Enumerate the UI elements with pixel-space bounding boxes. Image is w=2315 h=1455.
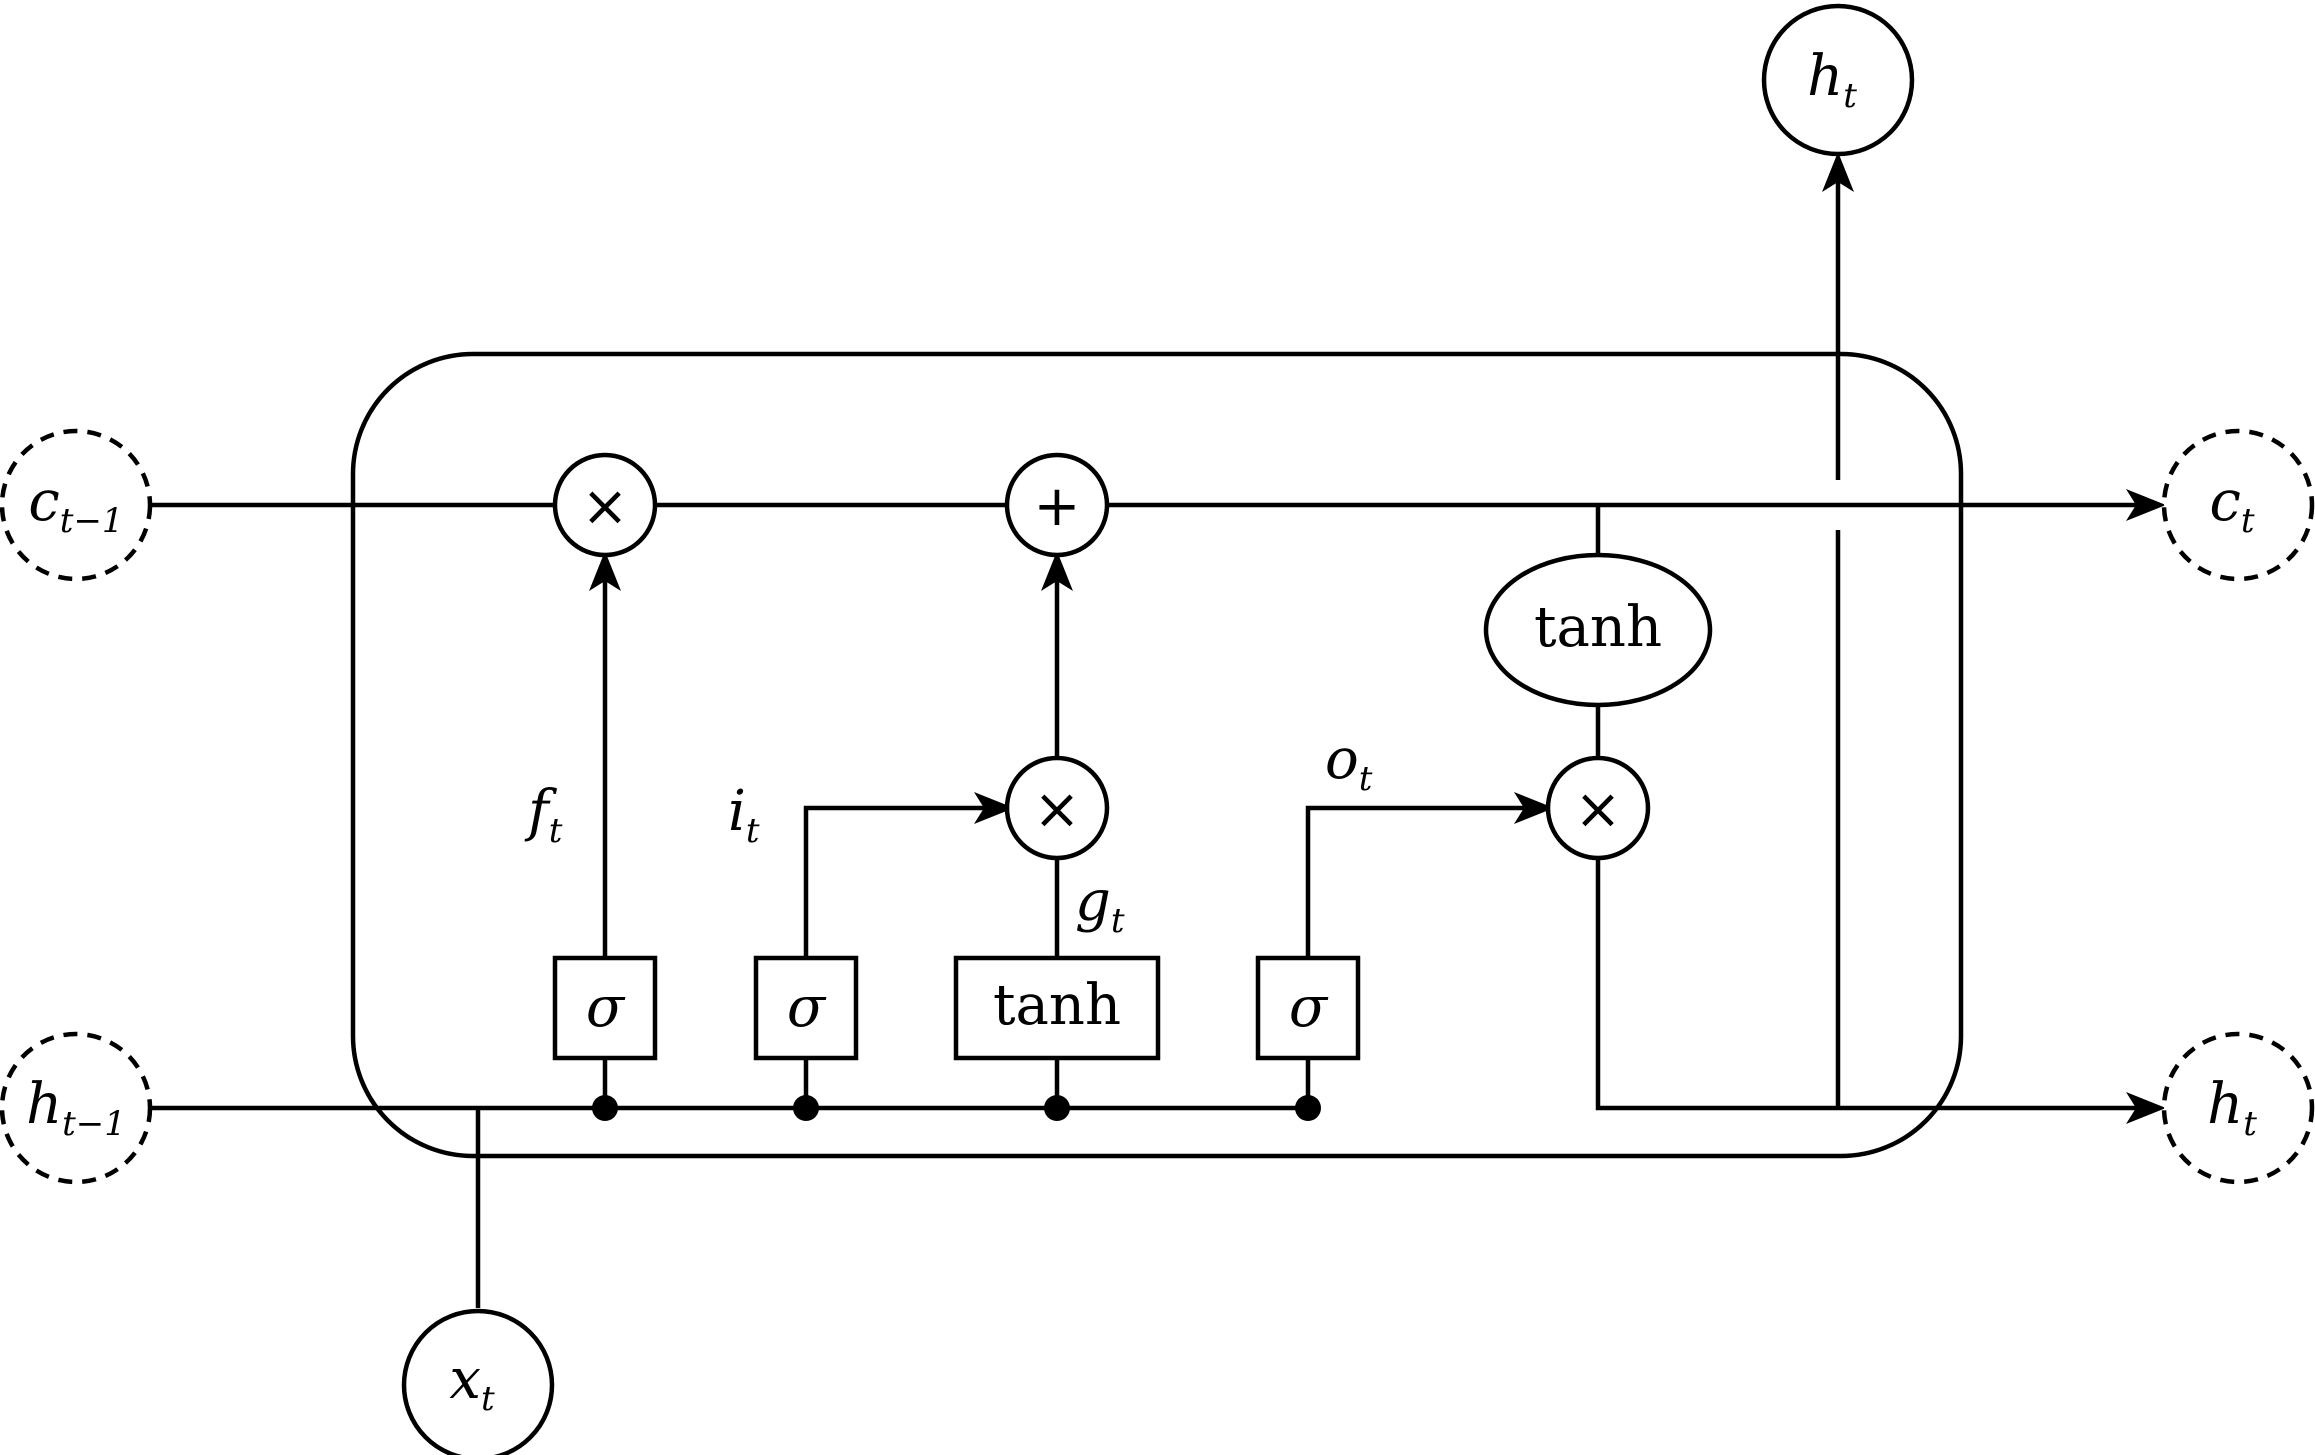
input-path bbox=[803, 792, 1014, 958]
h-out-node: ht bbox=[2161, 1031, 2315, 1185]
candidate-label-base: g bbox=[1075, 869, 1111, 934]
c-out-node: ct bbox=[2161, 428, 2315, 582]
h-prev-node: ht−1 bbox=[0, 1031, 153, 1185]
forget-multiply-node: × bbox=[552, 452, 658, 558]
svg-text:ht−1: ht−1 bbox=[26, 1072, 126, 1144]
output-path bbox=[1305, 792, 1554, 958]
svg-text:gt: gt bbox=[1075, 869, 1125, 941]
output-multiply-node: × bbox=[1545, 755, 1651, 861]
svg-text:it: it bbox=[728, 779, 760, 851]
output-activation: σ bbox=[1289, 975, 1329, 1040]
c-prev-base: c bbox=[28, 469, 59, 534]
multiply-icon: × bbox=[1575, 777, 1622, 842]
candidate-gate-box: tanh bbox=[953, 955, 1161, 1061]
svg-text:ht: ht bbox=[1807, 44, 1857, 116]
forget-activation: σ bbox=[586, 975, 626, 1040]
cell-add-node: + bbox=[1004, 452, 1110, 558]
input-label-sub: t bbox=[746, 811, 760, 851]
x-node: xt bbox=[401, 1308, 555, 1455]
cell-tanh-node: tanh bbox=[1483, 552, 1713, 708]
h-prev-sub: t−1 bbox=[62, 1104, 126, 1144]
h-output-path bbox=[1595, 858, 2166, 1124]
output-label-base: o bbox=[1325, 727, 1359, 792]
multiply-icon: × bbox=[582, 474, 629, 539]
svg-text:ot: ot bbox=[1325, 727, 1373, 799]
forget-gate-box: σ bbox=[552, 955, 658, 1061]
svg-text:ht: ht bbox=[2207, 1072, 2257, 1144]
c-out-sub: t bbox=[2241, 501, 2255, 541]
output-label-sub: t bbox=[1359, 759, 1373, 799]
candidate-label-sub: t bbox=[1111, 901, 1125, 941]
svg-text:ct: ct bbox=[2209, 469, 2254, 541]
forget-label-sub: t bbox=[549, 811, 563, 851]
input-label: it bbox=[728, 779, 760, 851]
h-top-sub: t bbox=[1843, 76, 1857, 116]
x-base: x bbox=[449, 1347, 481, 1412]
add-icon: + bbox=[1034, 474, 1081, 539]
h-out-base: h bbox=[2207, 1072, 2243, 1137]
h-out-sub: t bbox=[2243, 1104, 2257, 1144]
c-prev-node: ct−1 bbox=[0, 428, 153, 582]
forget-label: ft bbox=[524, 779, 563, 851]
x-sub: t bbox=[481, 1379, 495, 1419]
cell-tanh-label: tanh bbox=[1534, 595, 1662, 660]
output-label: ot bbox=[1325, 727, 1373, 799]
h-top-base: h bbox=[1807, 44, 1843, 109]
candidate-activation: tanh bbox=[993, 973, 1121, 1038]
candidate-label: gt bbox=[1075, 869, 1125, 941]
h-top-node: ht bbox=[1761, 3, 1915, 157]
svg-text:xt: xt bbox=[449, 1347, 495, 1419]
output-gate-box: σ bbox=[1255, 955, 1361, 1061]
input-gate-box: σ bbox=[753, 955, 859, 1061]
h-prev-base: h bbox=[26, 1072, 62, 1137]
c-out-base: c bbox=[2209, 469, 2240, 534]
input-label-base: i bbox=[728, 779, 746, 844]
input-multiply-node: × bbox=[1004, 755, 1110, 861]
lstm-cell-boundary bbox=[350, 351, 1964, 1159]
c-prev-sub: t−1 bbox=[60, 501, 124, 541]
input-activation: σ bbox=[787, 975, 827, 1040]
multiply-icon: × bbox=[1034, 777, 1081, 842]
svg-text:ct−1: ct−1 bbox=[28, 469, 123, 541]
svg-text:ft: ft bbox=[524, 779, 563, 851]
